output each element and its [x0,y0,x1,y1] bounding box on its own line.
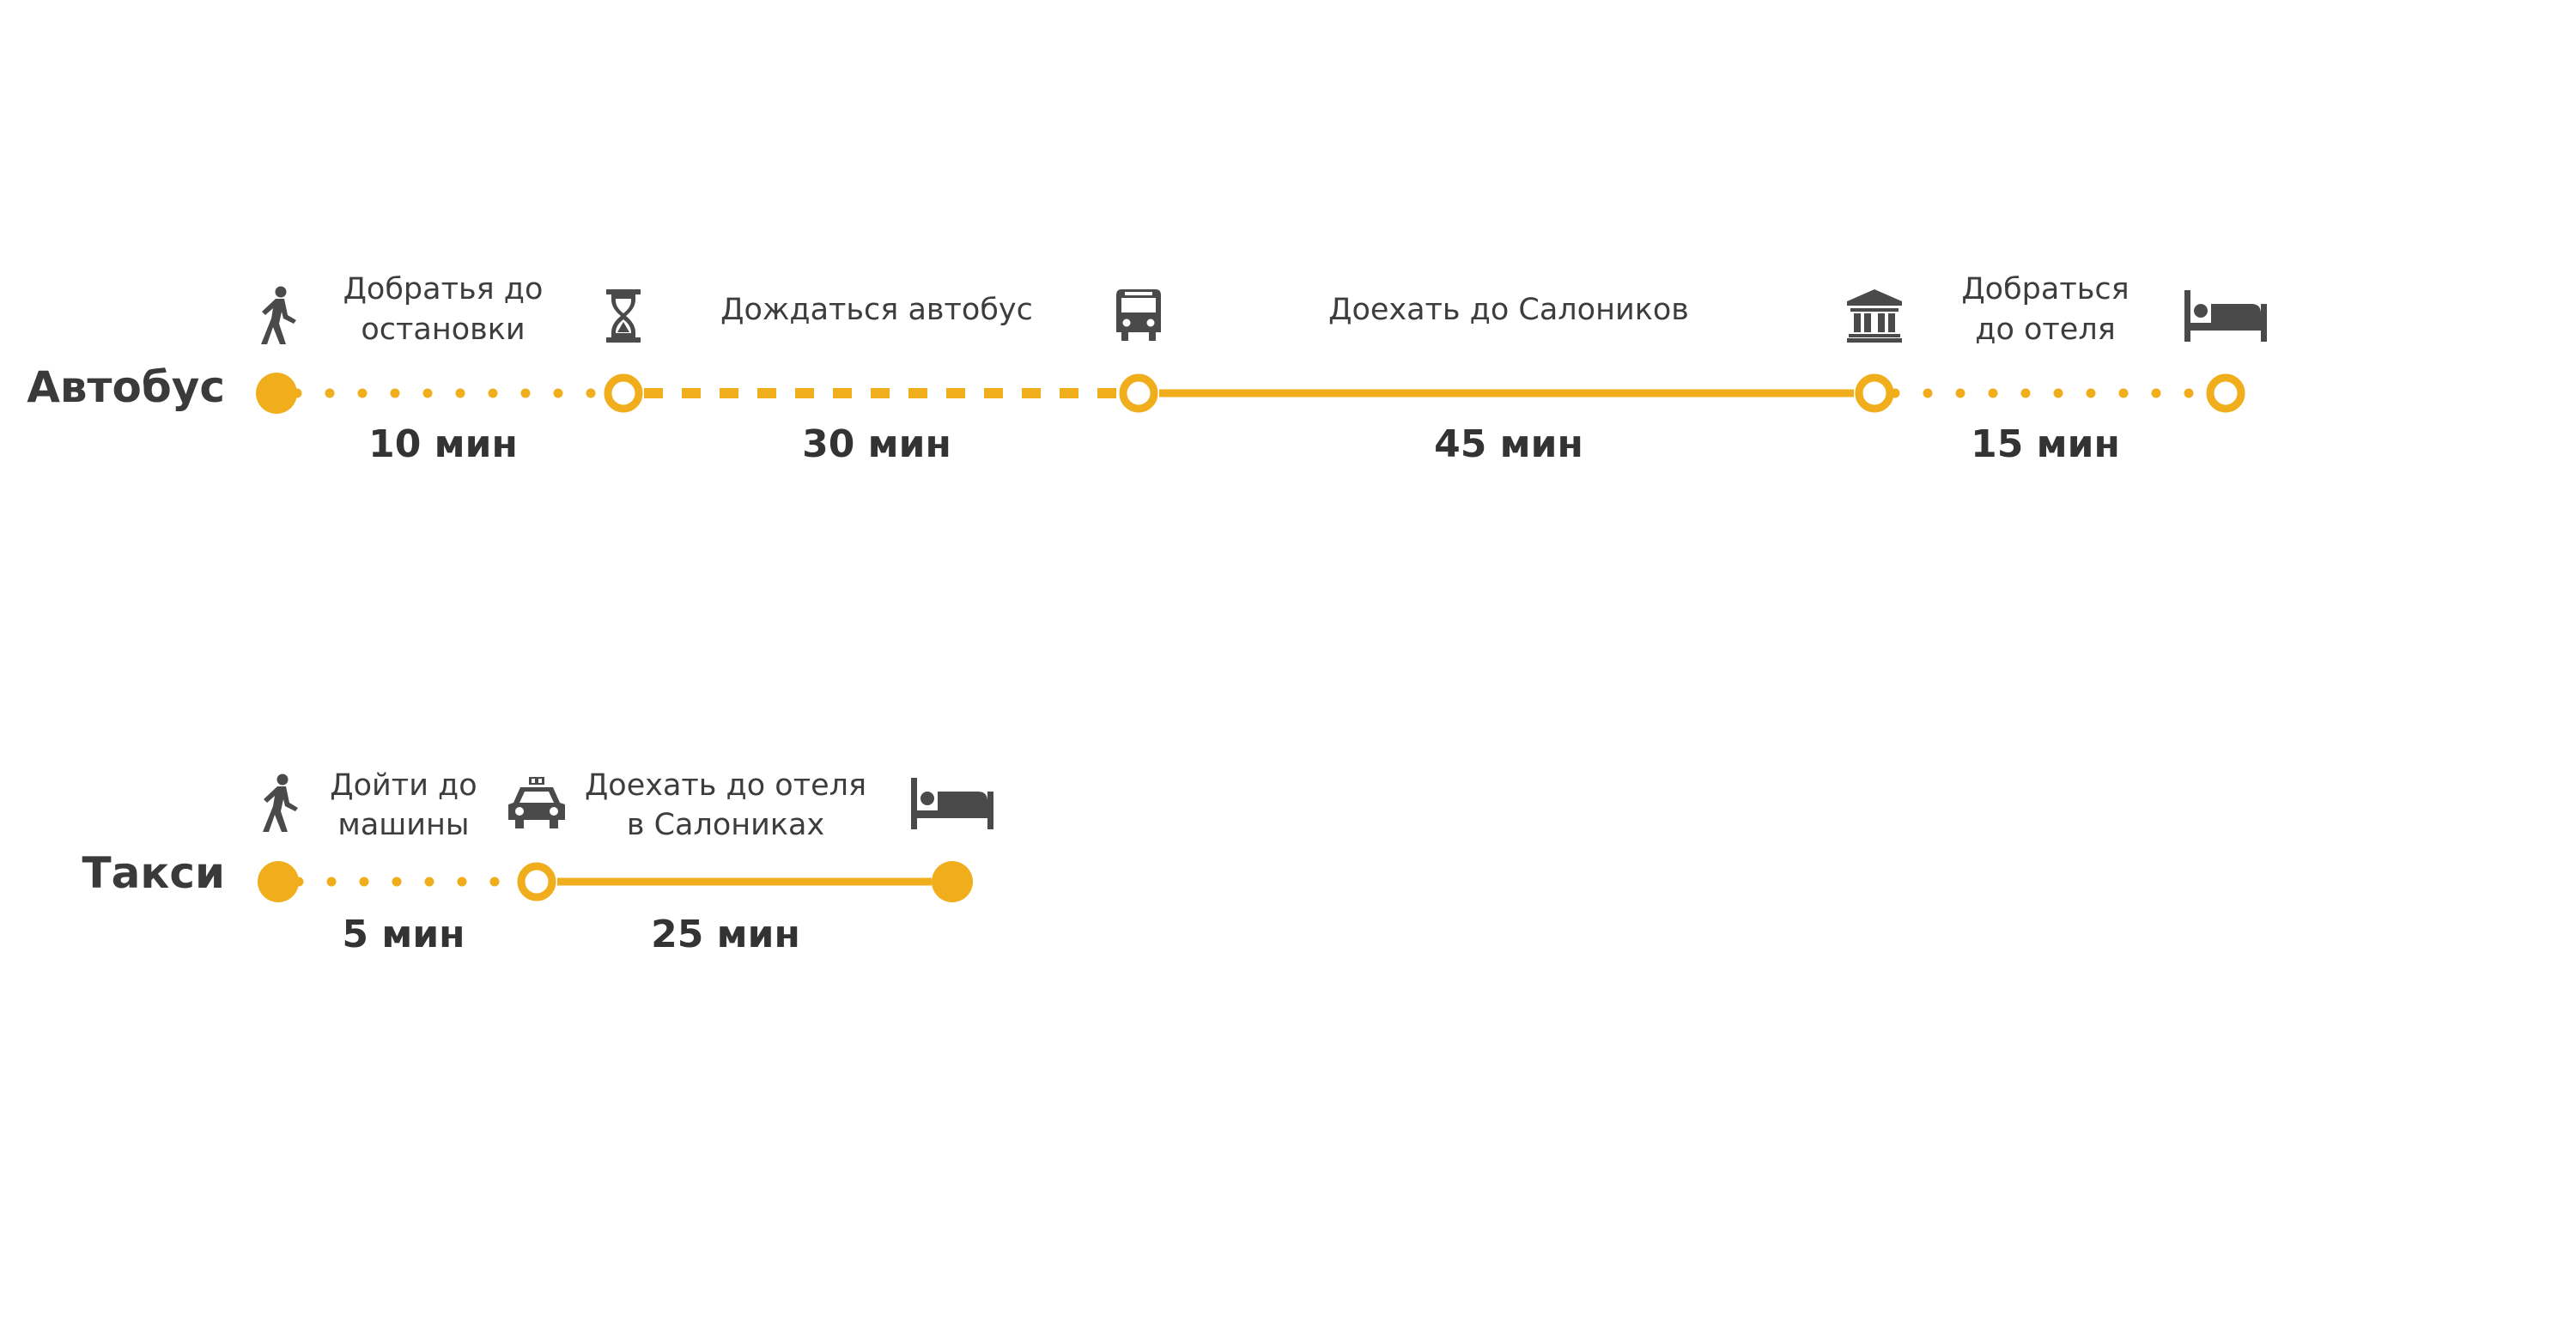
walking-person-icon [263,774,298,832]
route-row-bus: Автобус Добратья до остановки 10 мин Дождат… [27,272,2267,466]
step-label: Доехать до Салоников [1328,293,1689,327]
duration-label: 25 мин [651,913,800,956]
duration-label: 30 мин [802,422,951,466]
station-node-filled [258,861,299,902]
hotel-bed-icon [911,778,993,829]
duration-label: 10 мин [368,422,518,466]
station-node-open [517,862,556,901]
walking-person-icon [261,286,296,344]
route-step-labels: Дойти до машины 5 мин Доехать до отеля в Сал… [330,768,866,956]
step-label-line2: в Салониках [627,808,824,842]
station-node-open [1855,373,1894,413]
route-name-label: Такси [82,848,225,898]
step-label-line2: остановки [361,312,525,347]
step-label: Добраться [1961,272,2129,306]
step-label: Доехать до отеля [585,768,866,803]
route-row-taxi: Такси Дойти до машины 5 мин Доехать до отел… [82,768,993,956]
bus-icon [1116,289,1161,341]
step-label: Дойти до [330,768,477,803]
hourglass-icon [606,289,641,343]
station-node-filled [932,861,973,902]
route-step-labels: Добратья до остановки 10 мин Дождаться авто… [343,272,2129,466]
step-label: Дождаться автобус [720,293,1033,327]
route-stations [258,861,973,902]
step-label-line2: машины [337,808,469,842]
station-node-open [2206,373,2245,413]
station-node-filled [256,373,297,414]
taxi-icon [508,777,565,828]
route-stations [256,373,2245,414]
bank-building-icon [1847,289,1902,343]
station-node-open [1119,373,1158,413]
duration-label: 15 мин [1971,422,2120,466]
route-name-label: Автобус [27,362,225,412]
duration-label: 45 мин [1434,422,1583,466]
step-label: Добратья до [343,272,544,306]
hotel-bed-icon [2184,290,2267,342]
duration-label: 5 мин [342,913,465,956]
step-label-line2: до отеля [1975,312,2116,347]
station-node-open [604,373,643,413]
